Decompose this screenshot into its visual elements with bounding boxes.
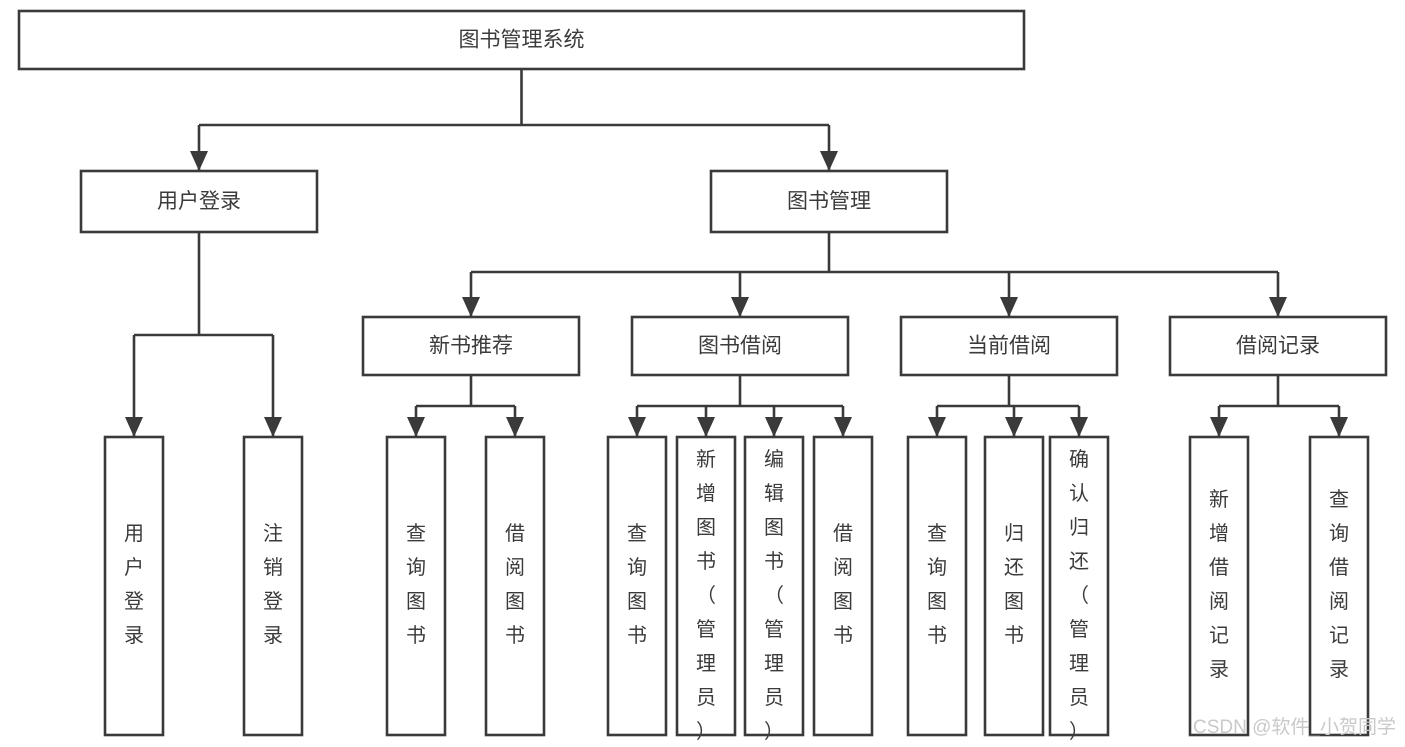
arrow-head-icon	[834, 417, 852, 437]
node-book-manage-box[interactable]	[709, 169, 949, 234]
arrow-head-icon	[1210, 417, 1228, 437]
arrow-head-icon	[506, 417, 524, 437]
node-leaf-logout-label: 注销登录	[263, 522, 283, 647]
node-borrow-record-label: 借阅记录	[1236, 335, 1320, 358]
node-current-borrow[interactable]: 当前借阅	[899, 315, 1119, 377]
node-leaf-confirm-return-box[interactable]	[1048, 435, 1110, 737]
node-book-borrow-label: 图书借阅	[698, 335, 782, 358]
csdn-watermark: CSDN @软件_小贺同学	[1193, 716, 1396, 738]
arrow-head-icon	[1005, 417, 1023, 437]
node-leaf-return-book-box[interactable]	[983, 435, 1045, 737]
node-leaf-add-book-label: 新增图书（管理员）	[696, 448, 716, 743]
node-leaf-query-record-box[interactable]	[1308, 435, 1370, 737]
node-leaf-add-record[interactable]: 新增借阅记录	[1188, 435, 1250, 737]
node-leaf-user-login-box[interactable]	[103, 435, 165, 737]
node-book-manage-label: 图书管理	[787, 190, 871, 213]
node-leaf-borrow-book-rec[interactable]: 借阅图书	[484, 435, 546, 737]
node-root-root[interactable]: 图书管理系统	[17, 9, 1026, 71]
node-borrow-record-box[interactable]	[1168, 315, 1388, 377]
arrow-head-icon	[765, 417, 783, 437]
node-leaf-logout-box[interactable]	[242, 435, 304, 737]
node-leaf-logout[interactable]: 注销登录	[242, 435, 304, 737]
node-leaf-query-book-rec-label: 查询图书	[406, 522, 426, 647]
arrow-head-icon	[190, 151, 208, 171]
node-leaf-edit-book-box[interactable]	[743, 435, 805, 737]
node-leaf-borrow-book-label: 借阅图书	[833, 522, 853, 647]
node-root-root-box[interactable]	[17, 9, 1026, 71]
arrow-head-icon	[628, 417, 646, 437]
node-leaf-query-book-borrow[interactable]: 查询图书	[606, 435, 668, 737]
node-leaf-query-book-borrow-label: 查询图书	[627, 522, 647, 647]
arrow-head-icon	[731, 297, 749, 317]
arrow-head-icon	[928, 417, 946, 437]
arrow-head-icon	[697, 417, 715, 437]
connector-layer	[125, 69, 1348, 437]
node-leaf-query-book-rec[interactable]: 查询图书	[385, 435, 447, 737]
node-leaf-add-book-box[interactable]	[675, 435, 737, 737]
node-book-borrow[interactable]: 图书借阅	[630, 315, 850, 377]
node-current-borrow-box[interactable]	[899, 315, 1119, 377]
node-layer: 图书管理系统用户登录图书管理新书推荐图书借阅当前借阅借阅记录用户登录注销登录查询…	[17, 9, 1388, 743]
node-current-borrow-label: 当前借阅	[967, 335, 1051, 358]
node-leaf-query-record-label: 查询借阅记录	[1329, 488, 1349, 681]
node-root-root-label: 图书管理系统	[459, 29, 585, 52]
node-user-login[interactable]: 用户登录	[79, 169, 319, 234]
node-user-login-box[interactable]	[79, 169, 319, 234]
node-book-borrow-box[interactable]	[630, 315, 850, 377]
node-leaf-confirm-return-label: 确认归还（管理员）	[1069, 448, 1089, 743]
arrow-head-icon	[1000, 297, 1018, 317]
node-leaf-add-book[interactable]: 新增图书（管理员）	[675, 435, 737, 743]
node-new-book-rec-box[interactable]	[361, 315, 581, 377]
node-leaf-query-book-rec-box[interactable]	[385, 435, 447, 737]
node-leaf-confirm-return[interactable]: 确认归还（管理员）	[1048, 435, 1110, 743]
node-leaf-edit-book[interactable]: 编辑图书（管理员）	[743, 435, 805, 743]
arrow-head-icon	[125, 417, 143, 437]
node-leaf-query-book-borrow-box[interactable]	[606, 435, 668, 737]
node-leaf-user-login[interactable]: 用户登录	[103, 435, 165, 737]
arrow-head-icon	[462, 297, 480, 317]
arrow-head-icon	[1330, 417, 1348, 437]
node-leaf-query-book-current-label: 查询图书	[927, 522, 947, 647]
node-leaf-add-record-label: 新增借阅记录	[1209, 488, 1229, 681]
node-leaf-borrow-book-rec-label: 借阅图书	[505, 522, 525, 647]
node-leaf-borrow-book-box[interactable]	[812, 435, 874, 737]
node-leaf-user-login-label: 用户登录	[124, 523, 144, 647]
node-leaf-add-record-box[interactable]	[1188, 435, 1250, 737]
node-leaf-query-record[interactable]: 查询借阅记录	[1308, 435, 1370, 737]
node-new-book-rec[interactable]: 新书推荐	[361, 315, 581, 377]
node-leaf-query-book-current-box[interactable]	[906, 435, 968, 737]
arrow-head-icon	[1070, 417, 1088, 437]
node-user-login-label: 用户登录	[157, 190, 241, 213]
node-borrow-record[interactable]: 借阅记录	[1168, 315, 1388, 377]
node-new-book-rec-label: 新书推荐	[429, 335, 513, 358]
node-book-manage[interactable]: 图书管理	[709, 169, 949, 234]
node-leaf-query-book-current[interactable]: 查询图书	[906, 435, 968, 737]
arrow-head-icon	[264, 417, 282, 437]
node-leaf-borrow-book[interactable]: 借阅图书	[812, 435, 874, 737]
node-leaf-edit-book-label: 编辑图书（管理员）	[764, 448, 784, 743]
arrow-head-icon	[820, 151, 838, 171]
arrow-head-icon	[1269, 297, 1287, 317]
arrow-head-icon	[407, 417, 425, 437]
node-leaf-borrow-book-rec-box[interactable]	[484, 435, 546, 737]
node-leaf-return-book[interactable]: 归还图书	[983, 435, 1045, 737]
node-leaf-return-book-label: 归还图书	[1004, 522, 1024, 647]
